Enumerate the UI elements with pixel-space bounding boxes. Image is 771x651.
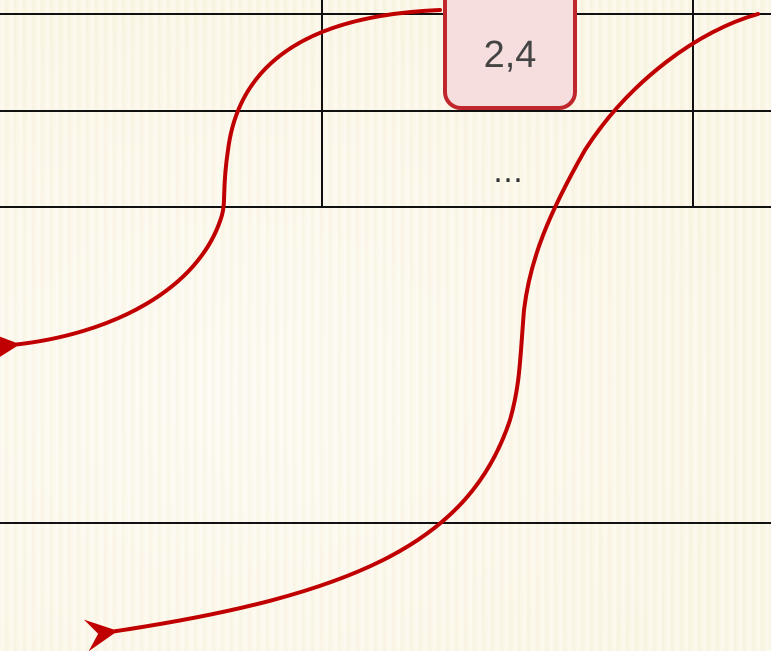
grid-line-vertical-1 xyxy=(321,0,323,208)
highlighted-cell-label: 2,4 xyxy=(483,34,537,76)
arrow-right-curve xyxy=(83,12,760,651)
grid-line-horizontal-2 xyxy=(0,110,771,112)
highlighted-cell: 2,4 xyxy=(443,0,577,110)
grid-line-vertical-2 xyxy=(692,0,694,208)
arrow-left-curve xyxy=(0,8,442,364)
grid-line-horizontal-4 xyxy=(0,522,771,524)
ellipsis-cell-text: … xyxy=(493,155,523,190)
grid-line-horizontal-3 xyxy=(0,206,771,208)
